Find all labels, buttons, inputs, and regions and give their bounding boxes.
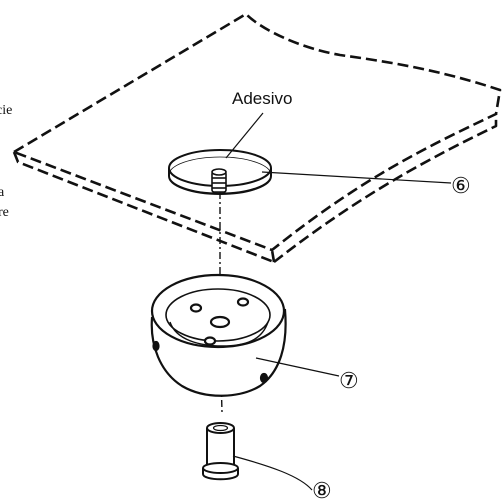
margin-text-line3: re bbox=[0, 205, 9, 220]
threaded-stud bbox=[211, 168, 227, 193]
mounting-surface bbox=[12, 12, 502, 264]
margin-text-line1: cie bbox=[0, 103, 12, 118]
leader-lines bbox=[225, 112, 452, 491]
pin bbox=[202, 422, 239, 481]
margin-text-line2: a bbox=[0, 185, 5, 200]
base-cup bbox=[150, 273, 287, 397]
part-7-label: ⑦ bbox=[339, 368, 359, 393]
part-6-label: ⑥ bbox=[451, 173, 471, 198]
adhesive-label: Adesivo bbox=[232, 89, 292, 108]
part-8-label: ⑧ bbox=[312, 478, 332, 501]
